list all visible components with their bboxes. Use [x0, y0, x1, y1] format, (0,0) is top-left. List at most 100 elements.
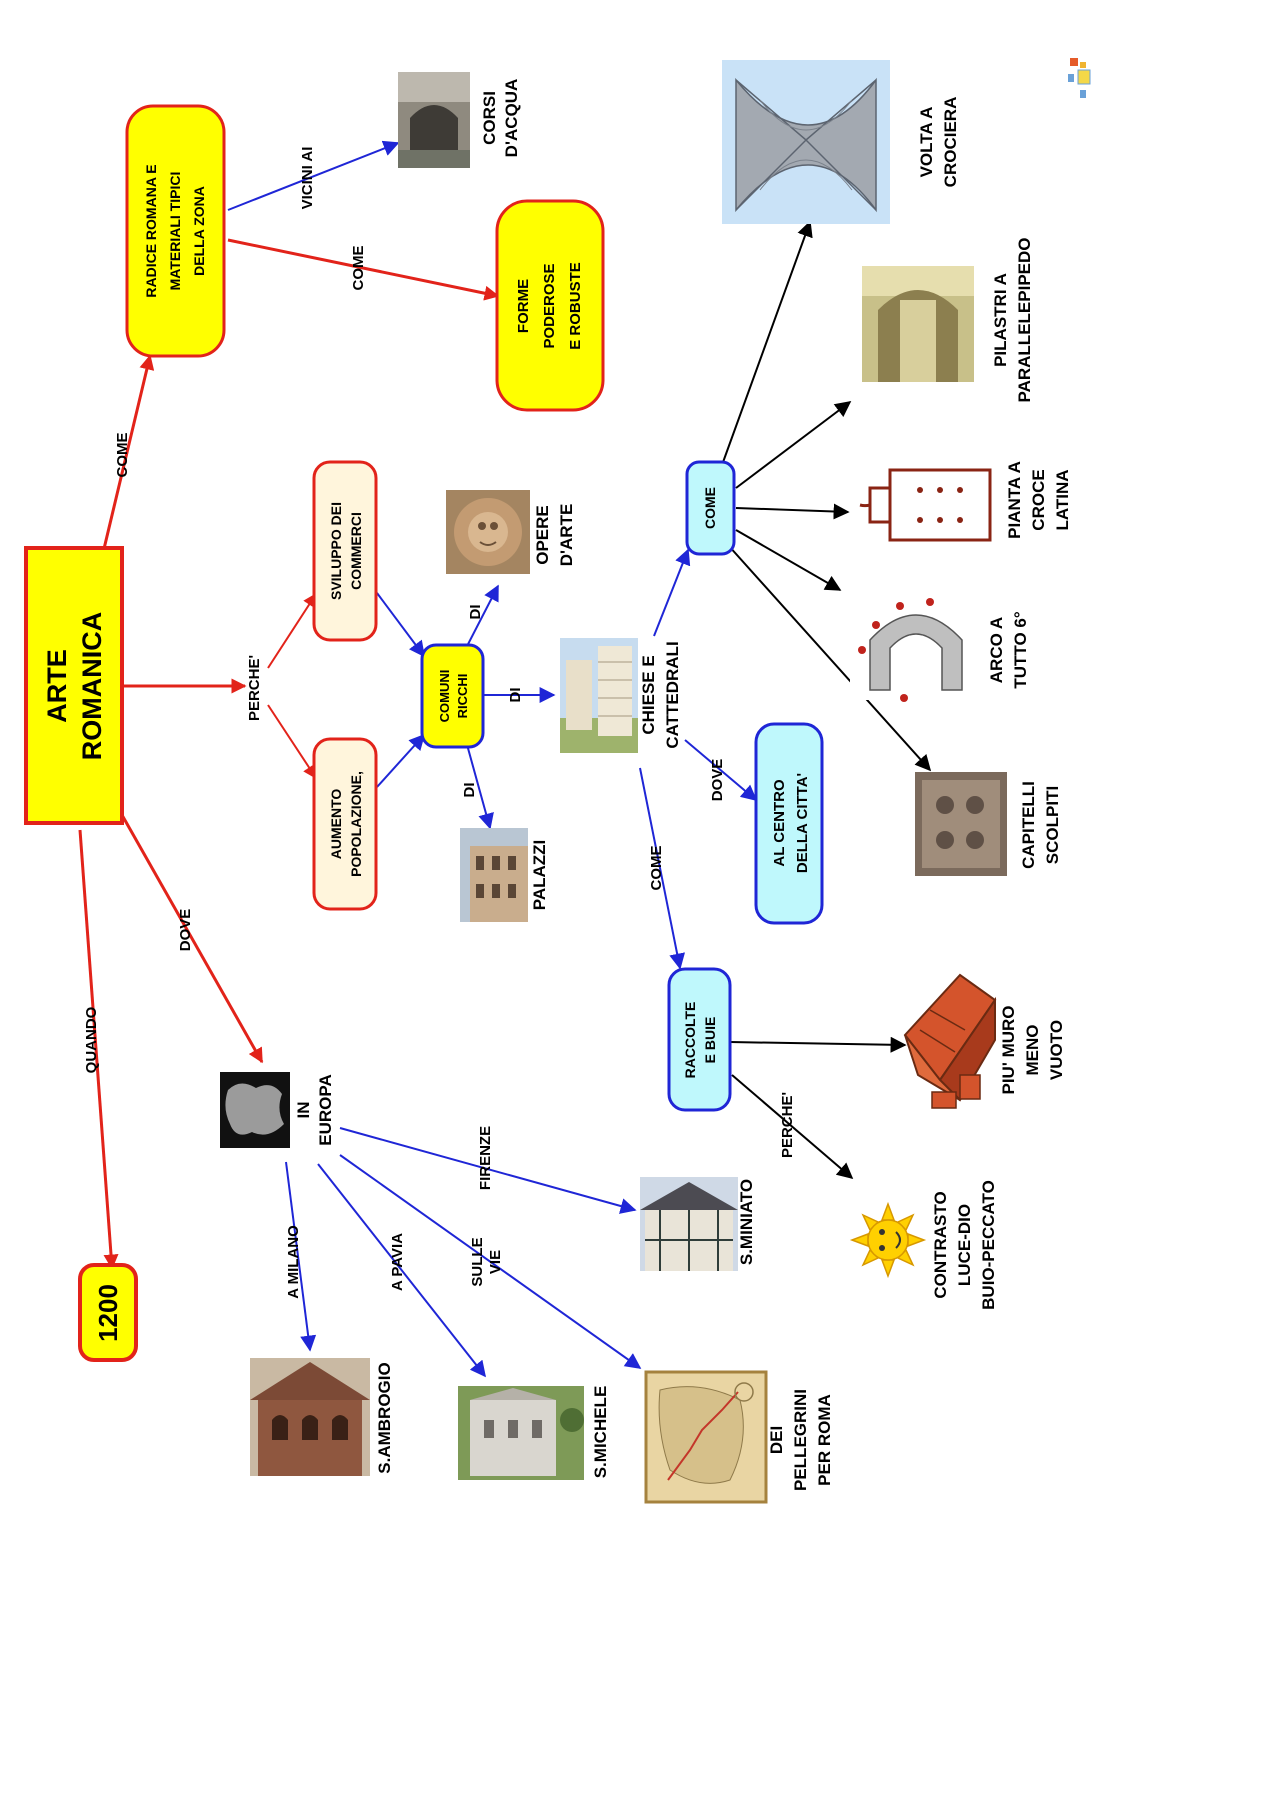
node-aumento[interactable]: AUMENTO POPOLAZIONE, — [312, 737, 378, 911]
svg-text:VUOTO: VUOTO — [1047, 1020, 1066, 1080]
edge-perche-sviluppo — [267, 592, 317, 669]
node-aumento-line1: AUMENTO — [328, 789, 344, 860]
edge-label-di-palazzi: DI — [461, 783, 478, 798]
svg-text:CHIESE E: CHIESE E — [639, 655, 658, 734]
caption-corsi: CORSI D'ACQUA — [480, 79, 521, 158]
caption-pellegrini: DEI PELLEGRINI PER ROMA — [767, 1389, 834, 1491]
caption-contrasto: CONTRASTO LUCE-DIO BUIO-PECCATO — [931, 1180, 998, 1310]
svg-text:PILASTRI A: PILASTRI A — [991, 273, 1010, 367]
round-arch-drawing-icon — [850, 592, 980, 702]
node-comuni[interactable]: COMUNI RICCHI — [420, 643, 485, 749]
svg-text:CROCIERA: CROCIERA — [941, 97, 960, 188]
node-radice-line1: RADICE ROMANA E — [143, 164, 159, 297]
caption-miniato: S.MINIATO — [737, 1179, 756, 1265]
svg-text:PELLEGRINI: PELLEGRINI — [791, 1389, 810, 1491]
edge-radice-corsi — [227, 140, 400, 211]
node-forme-line2: PODEROSE — [541, 263, 558, 348]
edge-label-perche-contrasto: PERCHE' — [779, 1092, 796, 1158]
node-forme-line1: FORME — [515, 279, 532, 333]
caption-chiese: CHIESE E CATTEDRALI — [639, 641, 682, 748]
svg-text:CATTEDRALI: CATTEDRALI — [663, 641, 682, 748]
edge-label-a-pavia: A PAVIA — [389, 1233, 406, 1291]
node-raccolte-line1: RACCOLTE — [682, 1002, 698, 1079]
nodes: ARTE ROMANICA 1200 RADICE ROMANA E MATER… — [24, 104, 824, 1362]
smiling-sun-icon — [849, 1201, 927, 1279]
svg-text:CAPITELLI: CAPITELLI — [1019, 781, 1038, 869]
edge-label-come-forme: COME — [350, 246, 367, 291]
edge-chiese-come — [653, 548, 691, 637]
sculpture-photo-icon — [446, 490, 530, 574]
cathedral-photo-icon — [560, 638, 638, 753]
edge-label-dove: DOVE — [177, 909, 194, 952]
edge-come-pianta — [735, 503, 850, 520]
edge-label-di-opere: DI — [467, 605, 484, 620]
edge-sviluppo-comuni — [376, 592, 425, 658]
svg-text:DEI: DEI — [767, 1426, 786, 1454]
pilgrim-route-map-icon — [644, 1370, 768, 1504]
edge-label-firenze: FIRENZE — [477, 1126, 494, 1190]
node-radice[interactable]: RADICE ROMANA E MATERIALI TIPICI DELLA Z… — [125, 104, 226, 358]
san-miniato-photo-icon — [640, 1177, 738, 1271]
edge-label-vie: VIE — [487, 1250, 504, 1274]
svg-text:S.AMBROGIO: S.AMBROGIO — [375, 1362, 394, 1473]
edge-arte-europa — [120, 814, 264, 1064]
caption-volta: VOLTA A CROCIERA — [917, 97, 960, 188]
svg-text:CROCE: CROCE — [1029, 469, 1048, 530]
edge-label-come-raccolte: COME — [648, 846, 665, 891]
edge-arte-radice — [101, 354, 155, 554]
sant-ambrogio-photo-icon — [250, 1358, 370, 1476]
edge-come-pilastri — [735, 401, 852, 489]
node-sviluppo-line1: SVILUPPO DEI — [328, 502, 344, 600]
pictures — [220, 58, 1091, 1504]
edge-label-a-milano: A MILANO — [285, 1225, 302, 1299]
edges — [78, 140, 932, 1378]
edge-label-dove-centro: DOVE — [709, 759, 726, 802]
caption-michele: S.MICHELE — [591, 1386, 610, 1479]
node-comuni-line2: RICCHI — [455, 674, 470, 719]
svg-text:VOLTA A: VOLTA A — [917, 107, 936, 178]
node-come[interactable]: COME — [685, 460, 736, 556]
node-sviluppo-line2: COMMERCI — [348, 512, 364, 590]
svg-text:PALAZZI: PALAZZI — [530, 840, 549, 911]
node-arte-line2: ROMANICA — [77, 612, 107, 761]
edge-label-perche: PERCHE' — [246, 655, 263, 721]
edge-chiese-raccolte — [639, 767, 686, 970]
edge-label-di-chiese: DI — [507, 688, 524, 703]
node-1200[interactable]: 1200 — [78, 1263, 138, 1362]
svg-text:ARCO A: ARCO A — [987, 617, 1006, 683]
node-arte-romanica[interactable]: ARTE ROMANICA — [24, 546, 124, 825]
node-radice-line2: MATERIALI TIPICI — [167, 172, 183, 291]
svg-text:EUROPA: EUROPA — [316, 1074, 335, 1145]
svg-text:SCOLPITI: SCOLPITI — [1043, 786, 1062, 864]
edge-europa-michele — [317, 1163, 486, 1378]
svg-text:LUCE-DIO: LUCE-DIO — [955, 1204, 974, 1286]
node-sviluppo[interactable]: SVILUPPO DEI COMMERCI — [312, 460, 378, 642]
edge-come-arco — [735, 529, 842, 591]
edge-europa-miniato — [339, 1127, 637, 1214]
edge-label-come-top: COME — [114, 433, 131, 478]
brick-wall-icon — [903, 973, 997, 1109]
edge-europa-ambrogio — [285, 1161, 317, 1352]
edge-radice-forme — [227, 238, 500, 301]
node-come-label: COME — [702, 487, 718, 529]
edge-chiese-centro — [684, 739, 758, 802]
node-raccolte[interactable]: RACCOLTE E BUIE — [667, 967, 732, 1112]
pillars-photo-icon — [862, 266, 974, 382]
svg-text:MENO: MENO — [1023, 1025, 1042, 1076]
node-centro[interactable]: AL CENTRO DELLA CITTA' — [754, 722, 824, 925]
caption-capitelli: CAPITELLI SCOLPITI — [1019, 781, 1062, 869]
node-raccolte-line2: E BUIE — [702, 1017, 718, 1064]
edge-label-sulle: SULLE — [469, 1237, 486, 1286]
edge-comuni-palazzi — [465, 740, 494, 830]
svg-text:D'ARTE: D'ARTE — [557, 504, 576, 567]
edge-label-vicini: VICINI AI — [299, 147, 316, 210]
node-forme[interactable]: FORME PODEROSE E ROBUSTE — [495, 199, 605, 412]
svg-text:S.MICHELE: S.MICHELE — [591, 1386, 610, 1479]
svg-text:D'ACQUA: D'ACQUA — [502, 79, 521, 158]
edge-come-volta — [721, 220, 813, 466]
svg-text:PER ROMA: PER ROMA — [815, 1394, 834, 1486]
caption-ambrogio: S.AMBROGIO — [375, 1362, 394, 1473]
latin-cross-plan-icon — [855, 455, 995, 555]
svg-text:CONTRASTO: CONTRASTO — [931, 1191, 950, 1298]
svg-text:TUTTO 6°: TUTTO 6° — [1011, 611, 1030, 689]
